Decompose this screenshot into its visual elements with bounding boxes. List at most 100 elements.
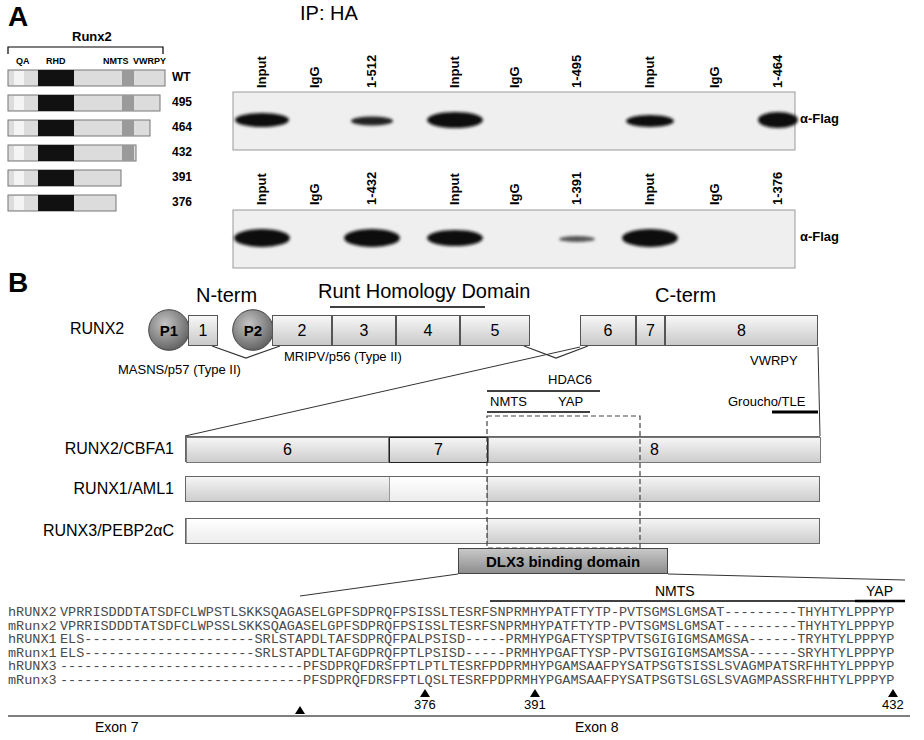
sequence-text: hRUNX2 xyxy=(8,605,57,620)
label-holder: 391 xyxy=(172,171,192,184)
label-holder: 464 xyxy=(172,121,192,134)
lane-label: Input xyxy=(642,56,657,88)
region-line xyxy=(487,390,600,392)
label-holder: 1-495 xyxy=(570,55,584,88)
label-holder: 1-464 xyxy=(771,55,785,88)
exon-segment: 8 xyxy=(488,437,821,463)
lane-label: Input xyxy=(254,173,269,205)
protein-name: RUNX2/CBFA1 xyxy=(65,440,174,458)
lane-label: 1-432 xyxy=(364,172,379,205)
label-holder: mRunx2 xyxy=(8,620,57,634)
blot-bands xyxy=(234,229,678,247)
text-label: VWRPY xyxy=(750,353,798,368)
label-holder: Exon 7 xyxy=(95,720,139,735)
label-holder: Runt Homology Domain xyxy=(318,280,530,302)
lane-label: Input xyxy=(254,56,269,88)
lane-label: 1-464 xyxy=(770,55,785,88)
qa-segment xyxy=(14,96,24,110)
lane-label: 1-391 xyxy=(569,172,584,205)
text-label: NMTS xyxy=(103,56,129,66)
exon-number: 4 xyxy=(424,322,433,340)
rhd-segment xyxy=(38,145,74,161)
nmts-segment xyxy=(122,145,134,161)
bar-body xyxy=(8,120,150,136)
lane-label: IgG xyxy=(707,66,722,88)
label-holder: 432 xyxy=(172,146,192,159)
exon-box: 3 xyxy=(332,315,396,346)
exon-segment: 6 xyxy=(186,437,389,463)
dashed-region xyxy=(487,416,640,548)
region-line xyxy=(490,600,855,602)
label-holder: NMTS xyxy=(655,584,695,599)
label-holder: VWRPY xyxy=(750,354,798,368)
sequence-text: ------------------------------PFSDPRQFDR… xyxy=(60,673,894,688)
label-holder: IgG xyxy=(308,66,322,88)
label-holder: 376 xyxy=(172,196,192,209)
label-holder: ------------------------------PFSDPRQFDR… xyxy=(60,660,894,674)
text-label: C-term xyxy=(655,284,716,306)
construct-bar xyxy=(8,145,136,161)
text-label: α-Flag xyxy=(800,229,839,244)
label-holder: α-Flag xyxy=(800,230,839,244)
sequence-text: VPRRISDDDTATSDFCLWPSTLSKKSQAGASELGPFSDPR… xyxy=(60,605,894,620)
exon-number: 8 xyxy=(737,322,746,340)
lane-label: IgG xyxy=(707,183,722,205)
lane-label: 1-376 xyxy=(770,172,785,205)
absent-region xyxy=(389,477,488,501)
label-holder: MRIPV/p56 (Type II) xyxy=(284,350,402,364)
qa-segment xyxy=(14,121,24,135)
exon-number: 2 xyxy=(298,322,307,340)
label-holder: NMTS xyxy=(103,57,129,67)
rhd-segment xyxy=(38,70,74,86)
domain-line xyxy=(330,306,485,308)
exon-box: 8 xyxy=(665,315,818,346)
label-holder: 1-376 xyxy=(771,172,785,205)
domain-box: DLX3 binding domain xyxy=(458,548,668,574)
band xyxy=(559,236,595,242)
exon-number: 5 xyxy=(491,322,500,340)
label-holder: IgG xyxy=(308,183,322,205)
sequence-text: VPRRISDDDTATSDFCLWPSSLSKKSQAGASELGPFSDPR… xyxy=(60,619,894,634)
text-label: Runx2 xyxy=(72,29,112,44)
label-holder: RHD xyxy=(46,57,66,67)
lane-label: IgG xyxy=(507,183,522,205)
band xyxy=(427,230,483,246)
exon-axis xyxy=(8,715,910,716)
position-number: 391 xyxy=(524,697,546,712)
lane-label: IgG xyxy=(307,66,322,88)
region-line xyxy=(555,411,590,413)
zoom-line xyxy=(818,347,820,436)
label-holder: IgG xyxy=(508,183,522,205)
label-holder: QA xyxy=(16,57,30,67)
construct-bar xyxy=(8,70,165,86)
label-holder: VPRRISDDDTATSDFCLWPSSLSKKSQAGASELGPFSDPR… xyxy=(60,620,894,634)
text-label: NMTS xyxy=(655,583,695,599)
lane-label: Input xyxy=(447,173,462,205)
label-holder: 1-391 xyxy=(570,172,584,205)
lane-label: Input xyxy=(447,56,462,88)
text-label: N-term xyxy=(196,284,257,306)
label-holder: WT xyxy=(172,71,191,84)
sequence-text: ------------------------------PFSDPRQFDR… xyxy=(60,659,894,674)
bracket xyxy=(8,47,163,54)
region-line xyxy=(772,411,818,414)
band xyxy=(427,112,483,128)
label-holder: 391 xyxy=(524,698,546,712)
exon-box: 6 xyxy=(580,315,636,346)
region-line xyxy=(487,411,555,413)
label-holder: hRUNX2 xyxy=(8,606,57,620)
label-holder: IP: HA xyxy=(300,2,358,24)
label-holder: Input xyxy=(255,56,269,88)
position-marker xyxy=(888,689,898,697)
text-label: VWRPY xyxy=(133,56,166,66)
rhd-segment xyxy=(38,120,74,136)
bar-body xyxy=(8,195,116,211)
promoter-circle: P1 xyxy=(148,309,190,351)
text-label: RHD xyxy=(46,56,66,66)
absent-region xyxy=(186,519,488,543)
sequence-text: hRUNX3 xyxy=(8,659,57,674)
label-holder: hRUNX3 xyxy=(8,660,57,674)
label-holder: IgG xyxy=(508,66,522,88)
exon-box: 5 xyxy=(460,315,530,346)
